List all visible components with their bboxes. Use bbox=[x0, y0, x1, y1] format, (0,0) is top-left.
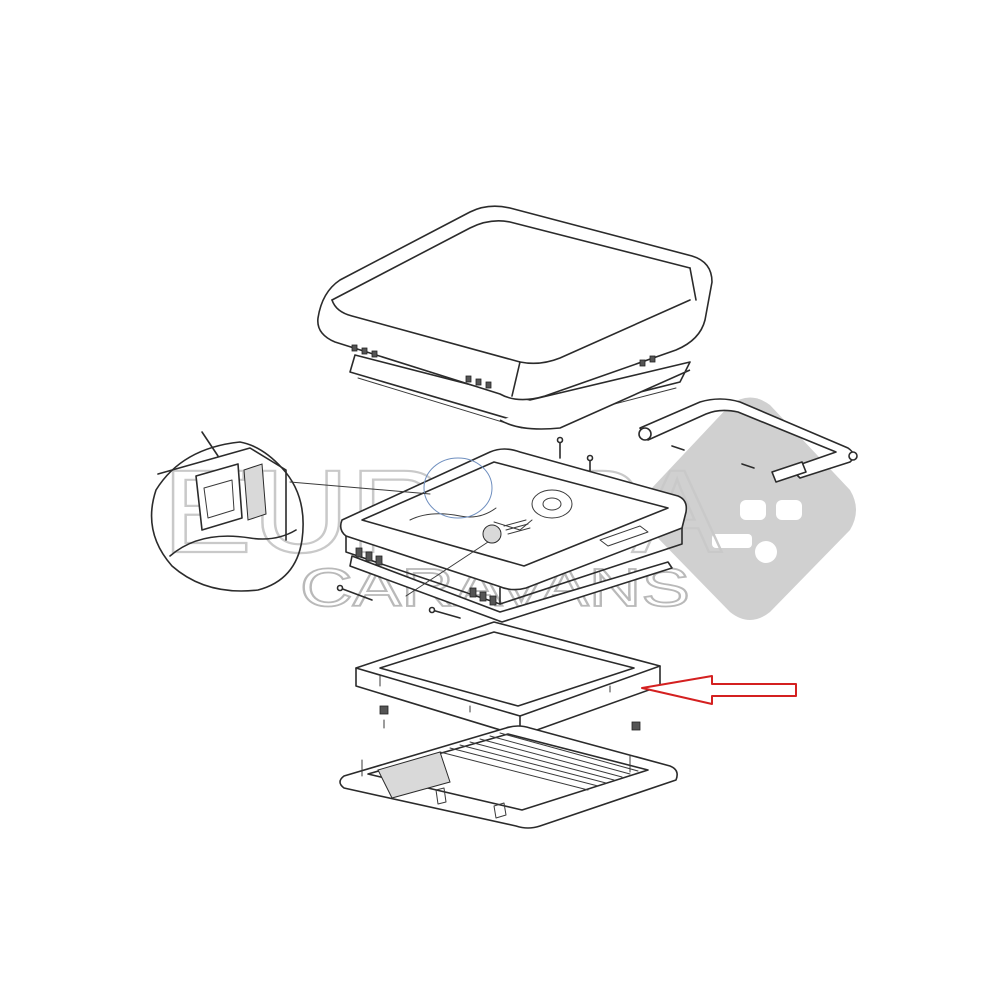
lifting-arm-linkage bbox=[638, 398, 858, 483]
latch-detail-callout bbox=[150, 431, 489, 597]
vent-upper-frame-with-mechanism bbox=[339, 448, 688, 623]
inner-frame-ring bbox=[355, 621, 661, 737]
red-outline-arrow-icon bbox=[641, 675, 797, 705]
caravan-face-logo-icon bbox=[645, 397, 856, 620]
interior-trim-with-flyscreen bbox=[339, 725, 678, 829]
roof-vent-dome-lid bbox=[317, 205, 713, 430]
